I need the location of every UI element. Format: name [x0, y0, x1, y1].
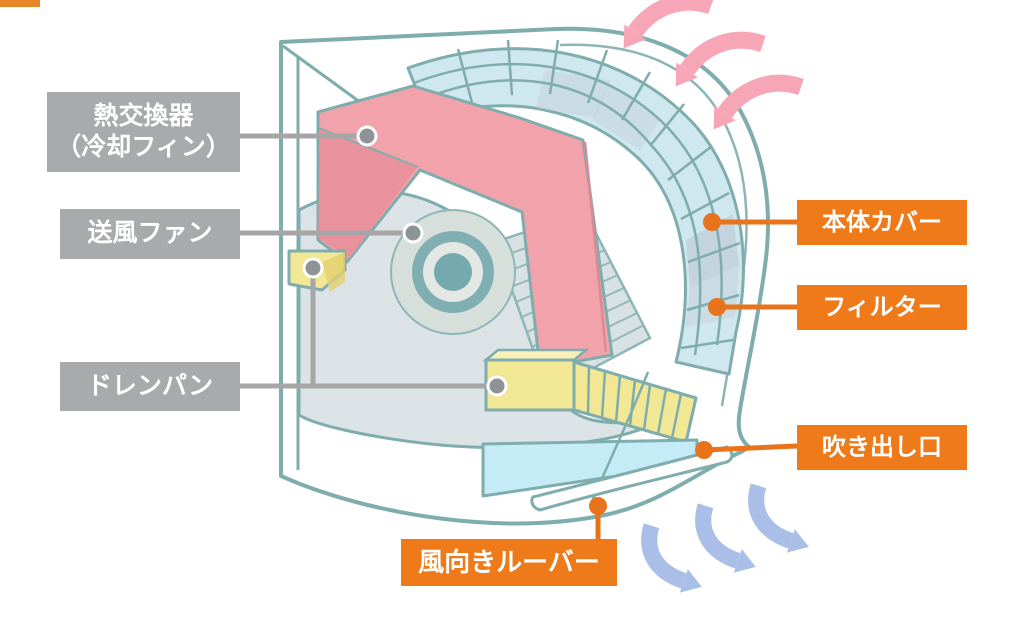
intake-arrow-icon	[624, 2, 711, 48]
leader-dot-drain-pan	[486, 375, 508, 397]
label-text: 吹き出し口	[822, 433, 942, 461]
label-text: （冷却フィン）	[56, 133, 231, 161]
label-text: 熱交換器	[93, 101, 194, 130]
leader-dot-filter	[708, 298, 726, 316]
leader-dot-fan	[402, 222, 424, 244]
leader-dot-heat-exchanger	[356, 125, 378, 147]
blower-fan-part	[390, 209, 516, 335]
orange-leader-lines	[589, 213, 798, 540]
louver-part	[530, 371, 734, 512]
label-text: 本体カバー	[822, 208, 942, 236]
label-filter: フィルター	[797, 285, 967, 330]
outflow-arrow-icon	[703, 506, 756, 573]
label-text: 風向きルーバー	[418, 547, 600, 578]
outflow-airflow-arrows	[649, 486, 809, 593]
label-fan: 送風ファン	[60, 209, 240, 259]
label-heat-exchanger: 熱交換器 （冷却フィン）	[47, 92, 240, 172]
label-text: フィルター	[822, 293, 942, 321]
outflow-arrow-icon	[756, 486, 809, 553]
label-outlet: 吹き出し口	[797, 425, 967, 470]
filter-lattice	[406, 39, 745, 376]
outflow-arrow-icon	[649, 526, 702, 593]
corner-strip	[0, 0, 40, 7]
leader-dot-drain-pan-left	[302, 257, 324, 279]
label-drain-pan: ドレンパン	[60, 362, 240, 411]
label-text: 送風ファン	[87, 219, 213, 248]
leader-dot-louver	[589, 497, 607, 515]
leader-dot-body-cover	[703, 213, 721, 231]
leader-dot-outlet	[695, 441, 713, 459]
label-text: ドレンパン	[86, 371, 214, 400]
label-louver: 風向きルーバー	[401, 539, 617, 586]
label-body-cover: 本体カバー	[797, 200, 967, 245]
gray-leader-lines	[240, 125, 508, 397]
